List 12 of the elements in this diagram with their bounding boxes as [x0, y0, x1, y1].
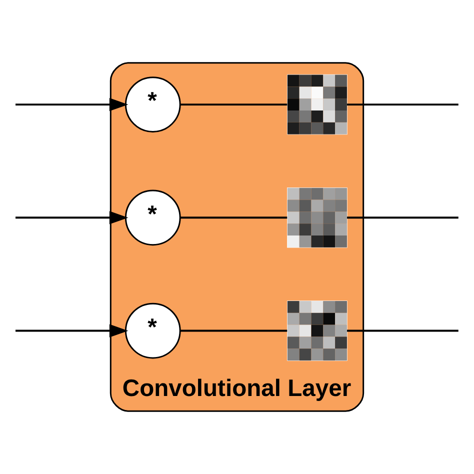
connector	[347, 330, 458, 332]
connector	[180, 330, 288, 332]
connector	[180, 104, 288, 106]
node-circle: *	[124, 190, 181, 246]
arrow	[16, 324, 128, 338]
arrow	[16, 211, 128, 224]
connector	[347, 104, 458, 106]
node-circle: *	[124, 302, 181, 359]
connector	[347, 216, 458, 219]
node-circle: *	[124, 76, 181, 132]
arrow	[16, 98, 128, 112]
connector	[180, 216, 288, 219]
